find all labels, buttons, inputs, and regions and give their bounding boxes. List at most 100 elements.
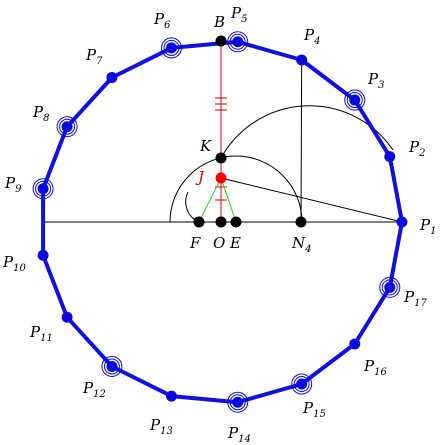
label-p16: P16 (363, 357, 387, 378)
vertex-ring-outer-p3 (344, 89, 366, 111)
label-p6-sub: 6 (164, 20, 171, 31)
label-E: E (229, 234, 241, 252)
label-p2: P2 (408, 138, 425, 159)
label-p9-base: P (4, 174, 16, 192)
vertex-ring-outer-p17 (379, 276, 401, 298)
point-j (215, 172, 227, 184)
vertex-ring-outer-p5 (227, 31, 249, 53)
label-p8-sub: 8 (43, 113, 49, 124)
label-p1-sub: 1 (430, 226, 436, 237)
line-j-p1 (220, 177, 403, 223)
label-p8: P8 (32, 103, 49, 124)
label-p11: P11 (29, 323, 53, 344)
label-p5-sub: 5 (241, 14, 247, 25)
vertex-point-p2 (384, 151, 396, 163)
perpendicular-line-n4 (300, 59, 303, 223)
vertex-point-p14 (232, 396, 244, 408)
vertex-ring-inner-p3 (346, 92, 363, 109)
vertex-point-p17 (384, 281, 396, 293)
vertex-point-p5 (232, 36, 244, 48)
label-p4-sub: 4 (313, 36, 320, 47)
label-p3-base: P (367, 70, 379, 88)
vertex-ring-inner-p6 (163, 39, 180, 56)
point-e (230, 216, 242, 228)
label-p4: P4 (303, 26, 320, 47)
label-p17: P17 (403, 288, 427, 309)
point-labels: B K J F O E N4 P1P2P3P4P5P6P7P8P9P10P11P… (2, 4, 436, 445)
vertex-point-p9 (37, 183, 49, 195)
point-o (215, 216, 227, 228)
label-p17-base: P (403, 288, 415, 306)
vertex-point-p10 (37, 249, 49, 261)
label-K: K (199, 137, 212, 155)
vertex-ring-inner-p5 (229, 33, 246, 50)
vertex-point-p4 (296, 54, 308, 66)
label-p11-sub: 11 (40, 333, 53, 344)
label-B: B (213, 13, 225, 31)
label-p1-base: P (419, 216, 431, 234)
vertex-point-p3 (349, 94, 361, 106)
label-p5: P5 (230, 4, 247, 25)
vertex-ring-inner-p17 (381, 279, 398, 296)
label-p14-sub: 14 (238, 434, 251, 445)
label-p6-base: P (153, 10, 165, 28)
point-f (193, 216, 205, 228)
vertex-point-p1 (396, 216, 408, 228)
arc-e (169, 155, 303, 223)
vertex-point-p8 (61, 121, 73, 133)
label-F: F (189, 234, 201, 252)
label-p7: P7 (85, 46, 103, 67)
label-p15-base: P (302, 399, 314, 417)
label-p2-base: P (408, 138, 420, 156)
label-p13-base: P (149, 416, 161, 434)
label-p2-sub: 2 (418, 148, 425, 159)
vertex-ring-outer-p9 (32, 178, 54, 200)
label-p15: P15 (302, 399, 326, 420)
label-p14-base: P (227, 424, 239, 442)
vertex-point-p13 (165, 390, 177, 402)
segment-j-e (220, 177, 237, 223)
label-O: O (213, 234, 225, 252)
label-p16-sub: 16 (374, 367, 387, 378)
vertex-ring-outer-p6 (160, 37, 182, 59)
vertex-ring-outer-p15 (291, 373, 313, 395)
vertex-ring-inner-p12 (103, 358, 120, 375)
label-p3: P3 (367, 70, 384, 91)
label-p4-base: P (303, 26, 315, 44)
label-p14: P14 (227, 424, 251, 445)
label-N4-sub: 4 (304, 244, 311, 255)
label-p6: P6 (153, 10, 171, 31)
label-p12-sub: 12 (93, 389, 106, 400)
vertex-point-p6 (165, 42, 177, 54)
label-p10-base: P (2, 253, 14, 271)
polygon-outline-echo (43, 41, 404, 404)
label-N4-base: N (291, 234, 306, 252)
label-J: J (195, 168, 205, 186)
label-p12-base: P (82, 379, 94, 397)
label-p8-base: P (32, 103, 44, 121)
vertex-point-p16 (349, 338, 361, 350)
label-p10-sub: 10 (13, 263, 26, 274)
arc-n4 (220, 105, 394, 159)
segment-j-f (198, 177, 222, 223)
vertex-ring-inner-p8 (59, 118, 76, 135)
point-b (215, 35, 227, 47)
label-p15-sub: 15 (313, 409, 326, 420)
vertex-point-p12 (106, 360, 118, 372)
label-p16-base: P (363, 357, 375, 375)
label-p13-sub: 13 (160, 426, 173, 437)
label-p5-base: P (230, 4, 242, 22)
label-p1: P1 (419, 216, 436, 237)
label-p10: P10 (2, 253, 26, 274)
label-p3-sub: 3 (378, 80, 384, 91)
label-p11-base: P (29, 323, 41, 341)
vertex-point-p15 (296, 378, 308, 390)
label-N4: N4 (291, 234, 312, 255)
label-p12: P12 (82, 379, 106, 400)
label-p7-sub: 7 (96, 56, 103, 67)
vertex-ring-outer-p12 (101, 355, 123, 377)
vertex-ring-outer-p8 (56, 116, 78, 138)
label-p17-sub: 17 (414, 298, 427, 309)
